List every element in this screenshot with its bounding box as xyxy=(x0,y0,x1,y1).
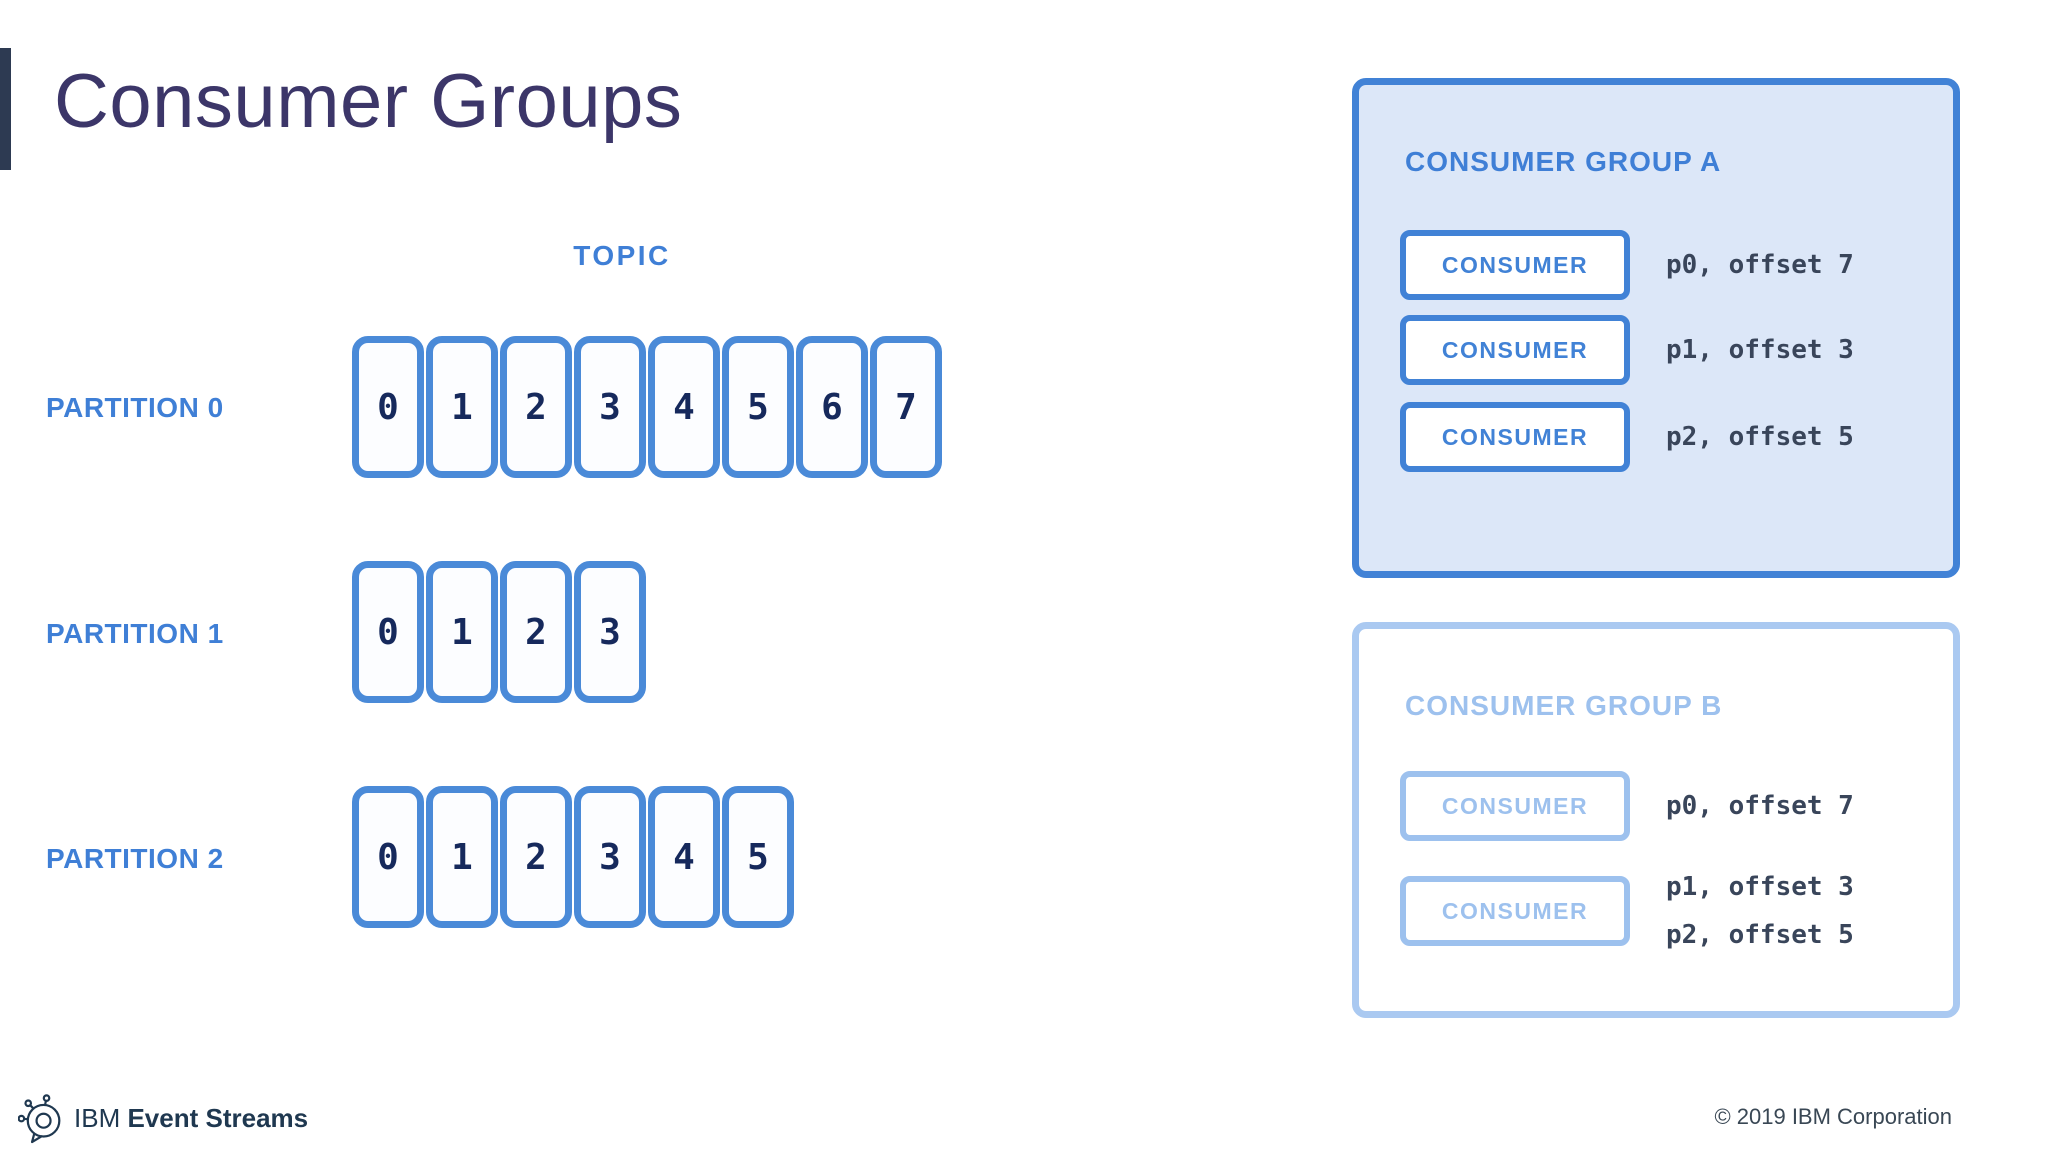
footer-brand: IBM Event Streams xyxy=(74,1103,308,1134)
partition-0-cell-0: 0 xyxy=(352,336,424,478)
partition-0-cell-3: 3 xyxy=(574,336,646,478)
offset-label: p2, offset 5 xyxy=(1666,920,1854,950)
offset-label: p1, offset 3 xyxy=(1666,335,1854,365)
partition-2-cell-3: 3 xyxy=(574,786,646,928)
partition-2-cell-5: 5 xyxy=(722,786,794,928)
consumer-button: CONSUMER xyxy=(1400,771,1630,841)
partition-2-label: PARTITION 2 xyxy=(46,843,224,874)
page-title: Consumer Groups xyxy=(54,59,683,144)
consumer-group-b-box: CONSUMER GROUP B CONSUMER p0, offset 7 C… xyxy=(1352,622,1960,1018)
partition-0-cell-5: 5 xyxy=(722,336,794,478)
consumer-row: CONSUMER p1, offset 3 xyxy=(1400,315,1854,385)
consumer-row: CONSUMER p0, offset 7 xyxy=(1400,230,1854,300)
event-streams-logo-icon xyxy=(18,1094,61,1144)
partition-1-cell-3: 3 xyxy=(574,561,646,703)
partition-2-cell-4: 4 xyxy=(648,786,720,928)
partition-0-label: PARTITION 0 xyxy=(46,392,224,423)
consumer-button: CONSUMER xyxy=(1400,315,1630,385)
footer-brand-name: Event Streams xyxy=(127,1103,309,1133)
partition-0-cell-4: 4 xyxy=(648,336,720,478)
partition-1-label: PARTITION 1 xyxy=(46,618,224,649)
consumer-row: CONSUMER p0, offset 7 xyxy=(1400,771,1854,841)
title-accent-bar xyxy=(0,48,11,170)
consumer-button: CONSUMER xyxy=(1400,402,1630,472)
consumer-button: CONSUMER xyxy=(1400,876,1630,946)
consumer-row: CONSUMER p1, offset 3 p2, offset 5 xyxy=(1400,872,1854,950)
consumer-group-b-title: CONSUMER GROUP B xyxy=(1405,690,1723,721)
partition-2-cell-2: 2 xyxy=(500,786,572,928)
consumer-group-a-box: CONSUMER GROUP A CONSUMER p0, offset 7 C… xyxy=(1352,78,1960,578)
partition-0-cell-2: 2 xyxy=(500,336,572,478)
offset-label: p2, offset 5 xyxy=(1666,422,1854,452)
topic-label: TOPIC xyxy=(573,240,671,271)
offset-stack: p1, offset 3 p2, offset 5 xyxy=(1666,872,1854,950)
consumer-row: CONSUMER p2, offset 5 xyxy=(1400,402,1854,472)
partition-1-cell-1: 1 xyxy=(426,561,498,703)
footer-copyright: © 2019 IBM Corporation xyxy=(1714,1104,1952,1129)
consumer-button: CONSUMER xyxy=(1400,230,1630,300)
partition-2-cell-1: 1 xyxy=(426,786,498,928)
partition-0-cell-7: 7 xyxy=(870,336,942,478)
partition-0-cell-6: 6 xyxy=(796,336,868,478)
offset-label: p0, offset 7 xyxy=(1666,250,1854,280)
partition-0-cell-1: 1 xyxy=(426,336,498,478)
consumer-group-a-title: CONSUMER GROUP A xyxy=(1405,146,1722,177)
offset-label: p1, offset 3 xyxy=(1666,872,1854,902)
partition-2-cell-0: 0 xyxy=(352,786,424,928)
offset-label: p0, offset 7 xyxy=(1666,791,1854,821)
partition-1-cell-0: 0 xyxy=(352,561,424,703)
partition-1-cell-2: 2 xyxy=(500,561,572,703)
footer-brand-prefix: IBM xyxy=(74,1103,121,1133)
